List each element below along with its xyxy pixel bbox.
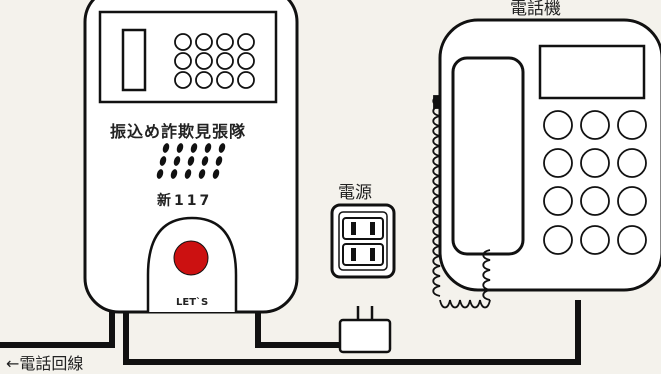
phone-line-label: ←電話回線 [6, 354, 84, 373]
outlet-label: 電源 [338, 183, 372, 203]
telephone [432, 18, 661, 309]
outlet-socket-top [342, 217, 384, 240]
handset [451, 56, 525, 256]
scam-monitor-device [83, 0, 299, 314]
red-alarm-button [173, 240, 209, 276]
outlet-socket-bottom [342, 243, 384, 266]
phone-keypad [543, 110, 647, 255]
phone-line-cable [0, 300, 581, 365]
phone-label: 電話機 [510, 0, 561, 19]
speaker-grille [156, 143, 226, 179]
phone-display [538, 44, 646, 100]
device-name-label: 振込め詐欺見張隊 [110, 122, 247, 141]
device-keypad [174, 33, 255, 89]
device-screen [121, 28, 147, 92]
device-model-label: 新117 [157, 193, 213, 209]
coiled-cord [432, 95, 491, 309]
button-caption: LET`S [176, 297, 209, 308]
power-plug-adapter [338, 306, 392, 354]
power-outlet [330, 203, 396, 279]
